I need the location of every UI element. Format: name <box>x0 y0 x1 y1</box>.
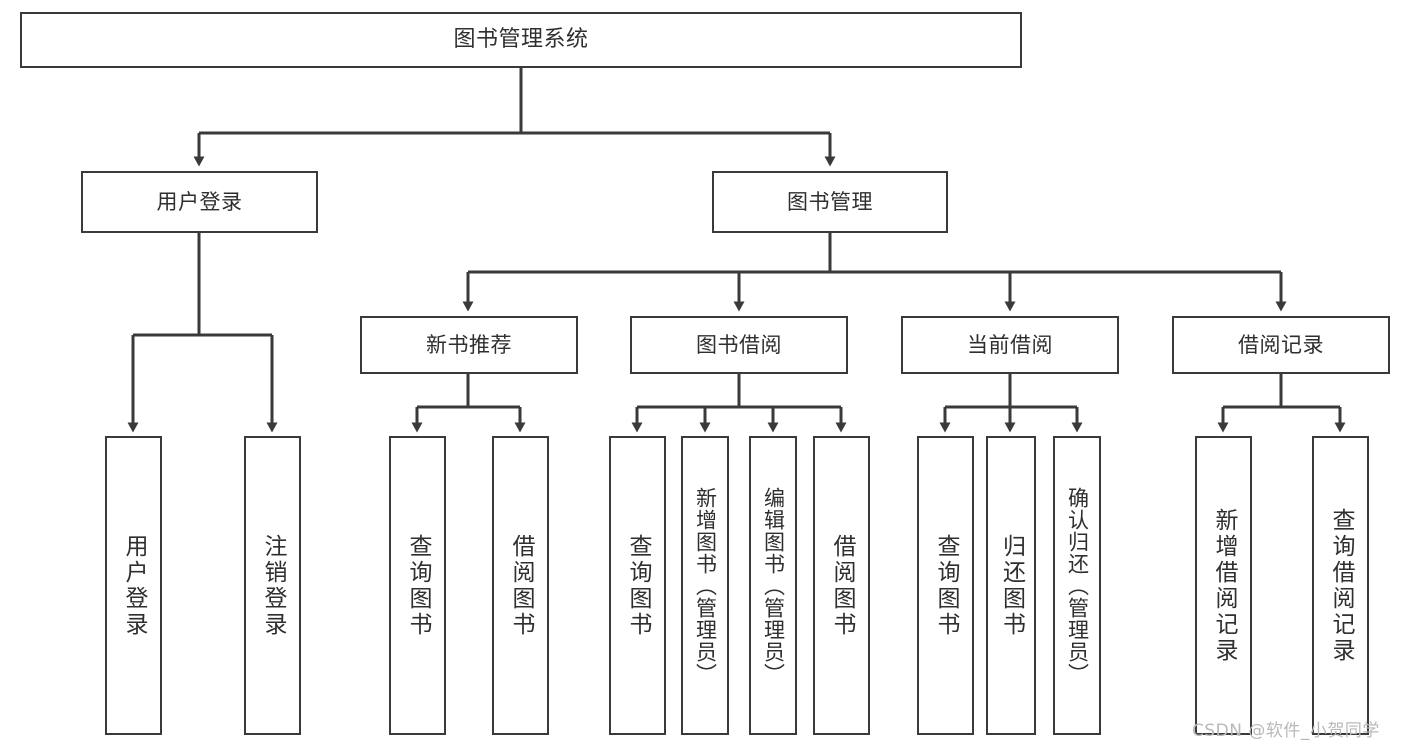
node-label: 图书管理 <box>787 189 873 214</box>
node-leaf-user-login[interactable]: 用户登录 <box>105 436 162 735</box>
node-leaf-add-borrow-record[interactable]: 新增借阅记录 <box>1195 436 1252 735</box>
node-leaf-borrow-book[interactable]: 借阅图书 <box>813 436 870 735</box>
node-label: 图书管理系统 <box>453 27 589 53</box>
csdn-watermark: CSDN @软件_小贺同学 <box>1192 721 1380 741</box>
node-label: 当前借阅 <box>967 332 1053 357</box>
node-book-management[interactable]: 图书管理 <box>712 171 948 233</box>
node-label: 编辑图书（管理员） <box>761 486 786 685</box>
node-label: 新增借阅记录 <box>1211 507 1237 664</box>
node-label: 查询借阅记录 <box>1328 507 1354 664</box>
node-label: 新书推荐 <box>426 332 512 357</box>
node-label: 用户登录 <box>121 533 147 638</box>
node-leaf-add-book-admin[interactable]: 新增图书（管理员） <box>681 436 729 735</box>
node-new-book-recommend[interactable]: 新书推荐 <box>360 316 578 374</box>
node-leaf-confirm-return-admin[interactable]: 确认归还（管理员） <box>1053 436 1101 735</box>
node-leaf-query-book-borrow[interactable]: 查询图书 <box>609 436 666 735</box>
node-label: 借阅记录 <box>1238 332 1324 357</box>
node-leaf-edit-book-admin[interactable]: 编辑图书（管理员） <box>749 436 797 735</box>
node-label: 图书借阅 <box>696 332 782 357</box>
node-leaf-borrow-book-recommend[interactable]: 借阅图书 <box>492 436 549 735</box>
node-leaf-query-book-current[interactable]: 查询图书 <box>917 436 974 735</box>
node-label: 确认归还（管理员） <box>1065 486 1090 685</box>
node-label: 查询图书 <box>625 533 651 638</box>
node-label: 借阅图书 <box>508 533 534 638</box>
node-leaf-logout-login[interactable]: 注销登录 <box>244 436 301 735</box>
node-borrow-record[interactable]: 借阅记录 <box>1172 316 1390 374</box>
node-label: 新增图书（管理员） <box>693 486 718 685</box>
node-book-borrow[interactable]: 图书借阅 <box>630 316 848 374</box>
node-current-borrow[interactable]: 当前借阅 <box>901 316 1119 374</box>
node-leaf-return-book[interactable]: 归还图书 <box>986 436 1036 735</box>
node-label: 归还图书 <box>998 533 1025 638</box>
node-leaf-query-book-recommend[interactable]: 查询图书 <box>389 436 446 735</box>
node-label: 用户登录 <box>156 189 243 214</box>
node-book-management-system[interactable]: 图书管理系统 <box>20 12 1022 68</box>
node-label: 查询图书 <box>405 533 431 638</box>
node-user-login[interactable]: 用户登录 <box>81 171 318 233</box>
node-leaf-query-borrow-record[interactable]: 查询借阅记录 <box>1312 436 1369 735</box>
node-label: 借阅图书 <box>829 533 855 638</box>
node-label: 查询图书 <box>933 533 959 638</box>
node-label: 注销登录 <box>260 533 286 638</box>
